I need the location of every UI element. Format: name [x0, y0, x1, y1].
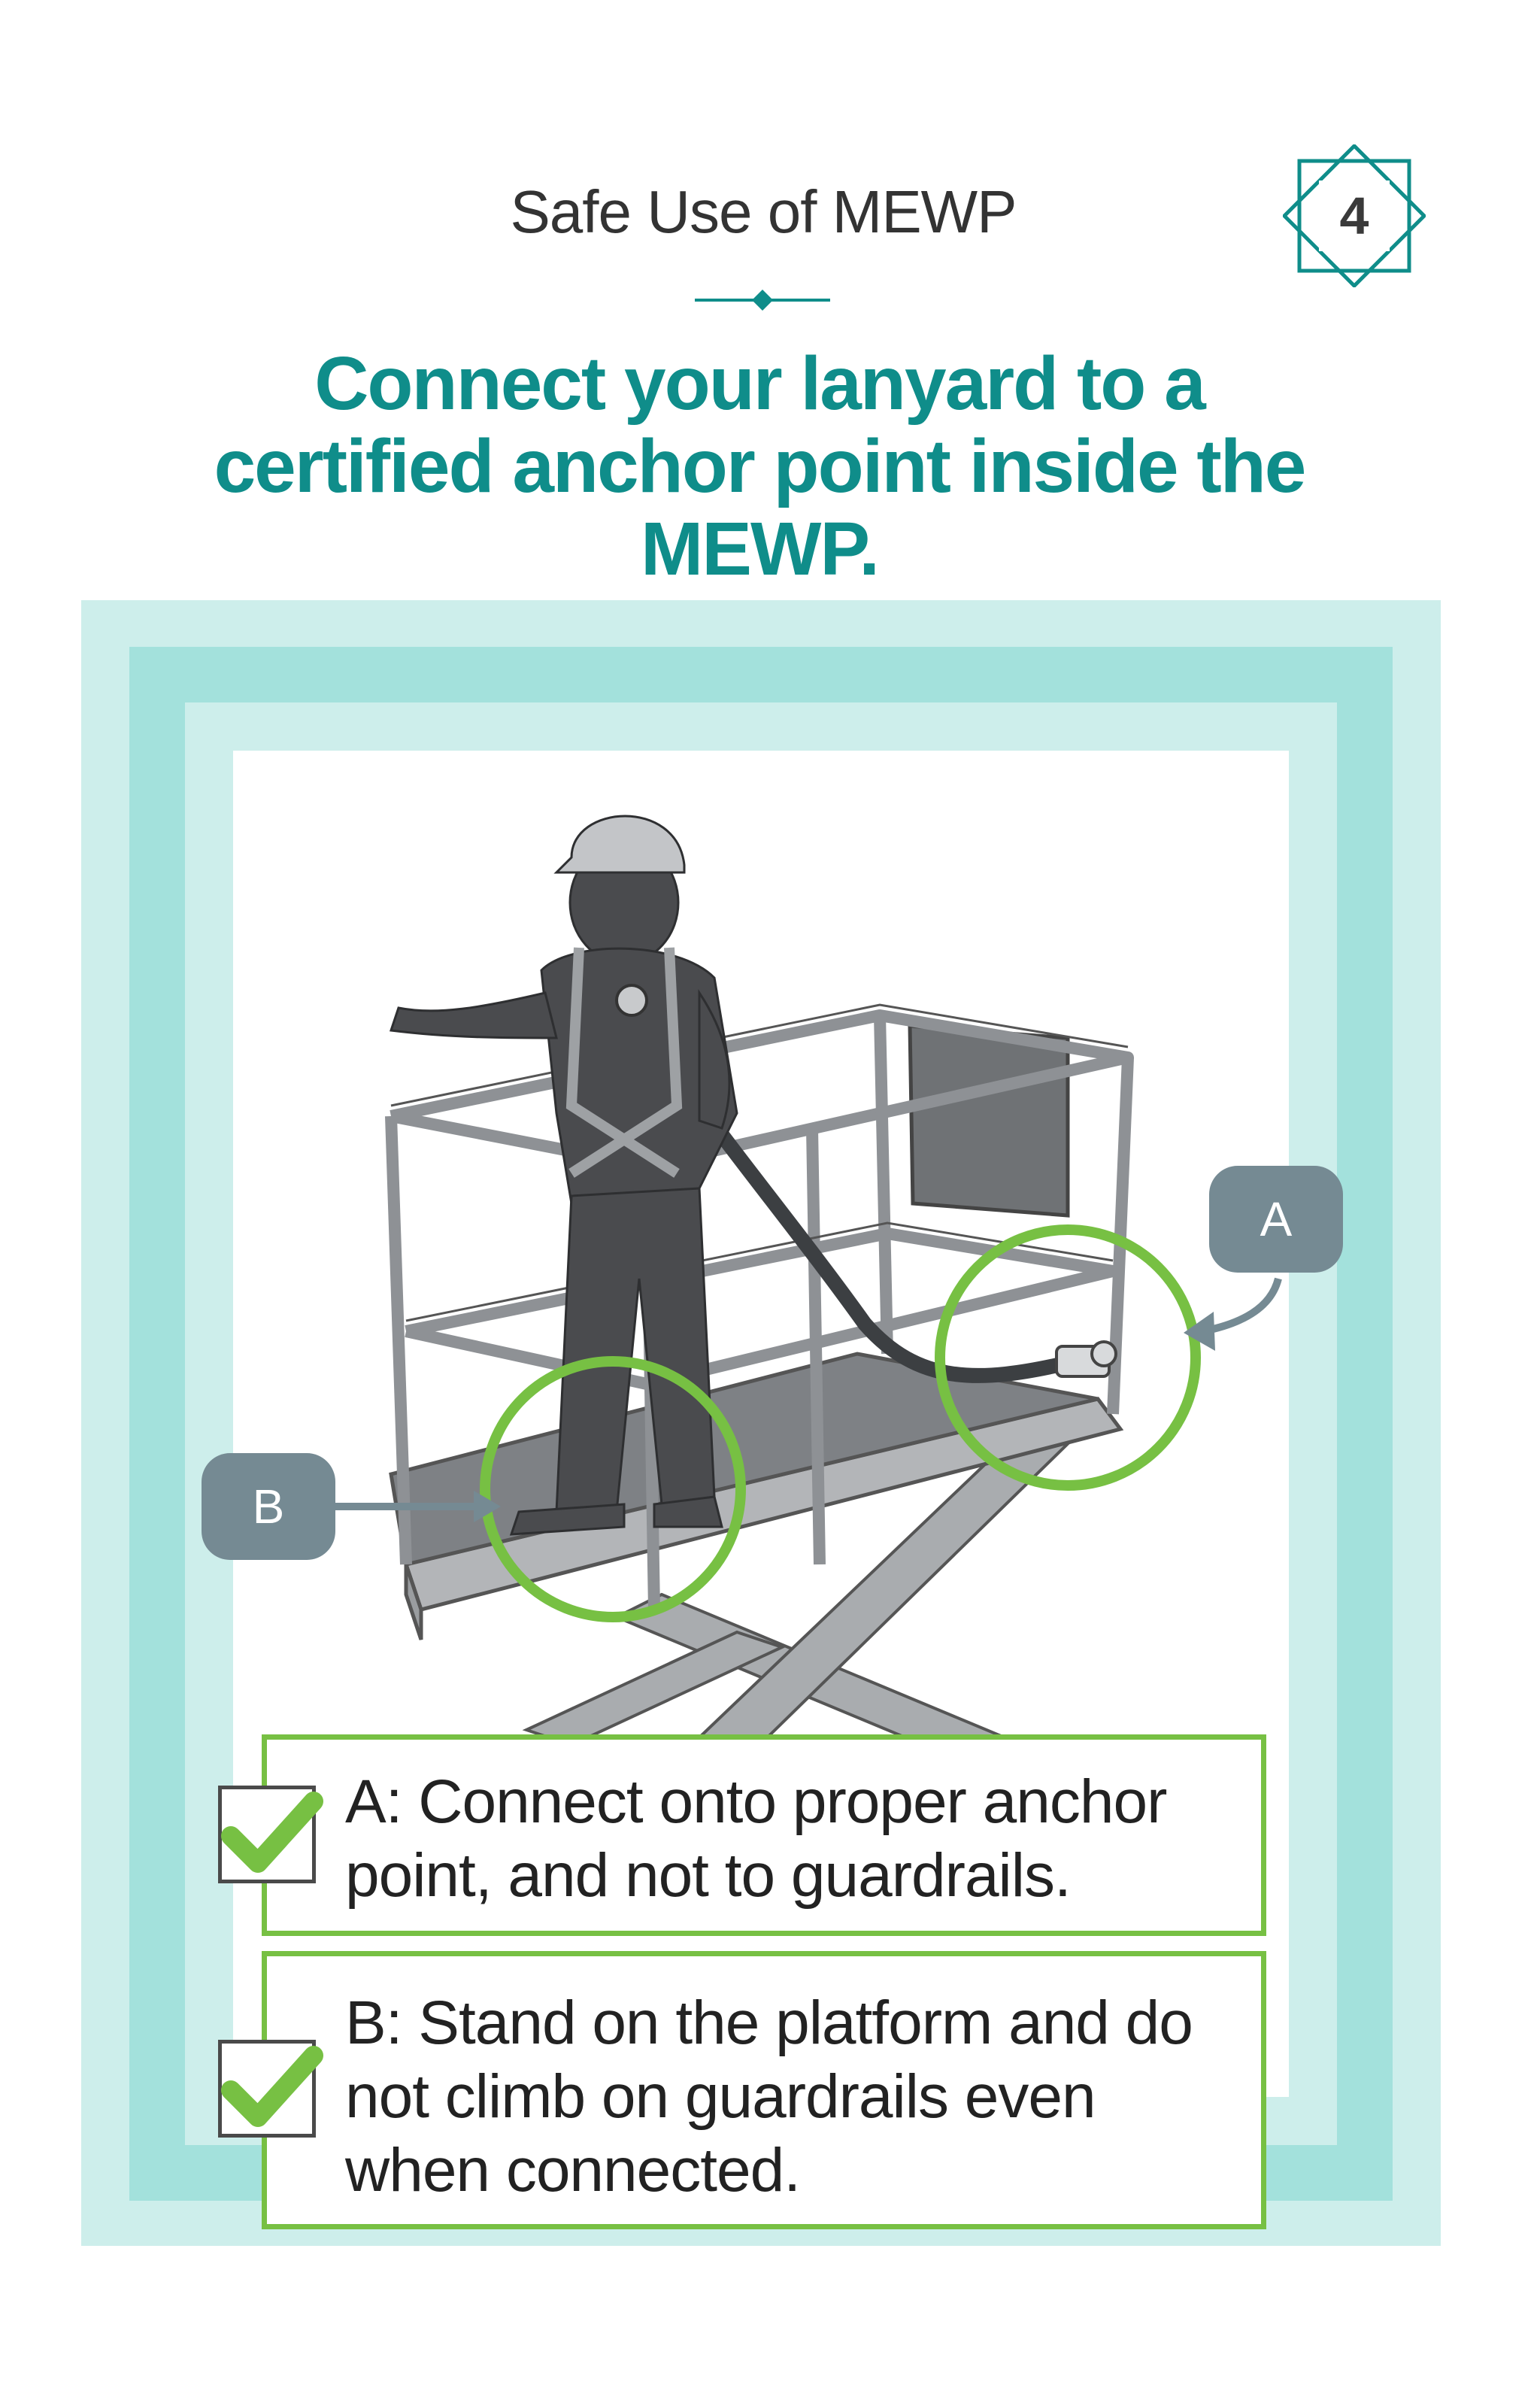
callout-arrows [335, 1277, 1282, 1510]
scissor-lift-arms [522, 1412, 1086, 1770]
anchor-point [1055, 1340, 1117, 1378]
harness-d-ring [615, 984, 648, 1017]
control-panel [908, 1024, 1070, 1218]
divider-ornament [695, 290, 830, 311]
arrow-a-head [1184, 1312, 1215, 1351]
section-title: Safe Use of MEWP [510, 178, 1017, 245]
instruction-a-text: A: Connect onto proper anchor point, and… [345, 1768, 1167, 1910]
instruction-box-b: B: Stand on the platform and do not clim… [262, 1951, 1266, 2229]
checkmark-icon [218, 2040, 323, 2138]
worker [389, 815, 738, 1536]
instruction-box-a: A: Connect onto proper anchor point, and… [262, 1734, 1266, 1936]
harness-straps [565, 947, 683, 1178]
instruction-b-text: B: Stand on the platform and do not clim… [345, 1989, 1193, 2204]
headline: Connect your lanyard to a certified anch… [214, 341, 1307, 591]
arrow-b-head [474, 1491, 501, 1522]
page-badge-icon [1283, 144, 1426, 287]
callout-a: A [1209, 1166, 1343, 1273]
callout-b: B [202, 1453, 335, 1560]
highlight-circle-a [935, 1224, 1201, 1491]
page-number: 4 [1339, 187, 1369, 245]
checkmark-icon [218, 1786, 323, 1883]
highlight-circle-b [480, 1356, 746, 1622]
